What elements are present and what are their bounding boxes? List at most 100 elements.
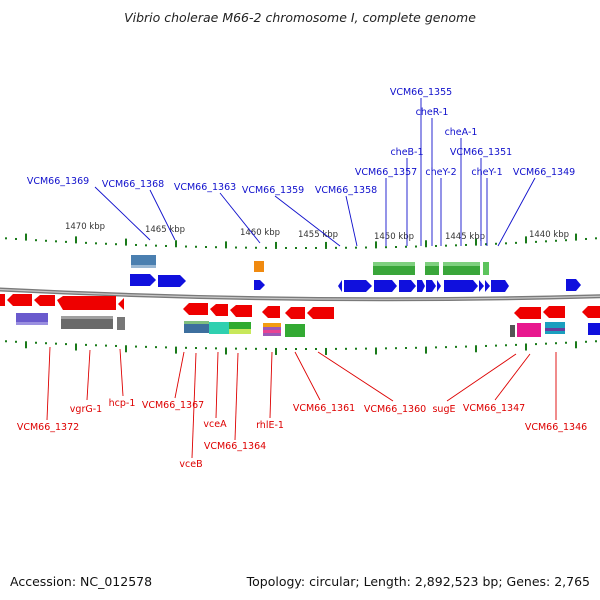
scale-tick [515, 241, 517, 244]
scale-tick [325, 241, 327, 249]
gene-label-bottom[interactable]: VCM66_1372 [17, 422, 79, 433]
gene-feature[interactable] [61, 316, 113, 329]
scale-tick [25, 341, 27, 349]
gene-label-bottom[interactable]: VCM66_1361 [293, 403, 355, 414]
scale-tick [165, 244, 167, 247]
gene-arrow[interactable] [491, 280, 509, 292]
gene-arrow[interactable] [374, 280, 397, 292]
gene-label-bottom[interactable]: VCM66_1367 [142, 400, 204, 411]
gene-label-top[interactable]: VCM66_1355 [390, 87, 452, 98]
scale-tick [405, 245, 407, 248]
gene-feature[interactable] [588, 323, 600, 335]
gene-arrow[interactable] [183, 303, 208, 315]
scale-label: 1445 kbp [445, 232, 485, 242]
gene-arrow[interactable] [566, 279, 581, 291]
gene-label-top[interactable]: cheB-1 [390, 147, 423, 158]
scale-tick [405, 347, 407, 350]
scale-tick [345, 246, 347, 249]
scale-tick [385, 347, 387, 350]
gene-label-bottom[interactable]: sugE [432, 404, 455, 415]
gene-label-bottom[interactable]: hcp-1 [109, 398, 136, 409]
gene-label-bottom[interactable]: vceA [203, 419, 227, 430]
gene-arrow[interactable] [307, 307, 334, 319]
gene-feature[interactable] [510, 325, 515, 337]
scale-label: 1465 kbp [145, 225, 185, 235]
gene-feature[interactable] [117, 317, 125, 330]
gene-label-top[interactable]: VCM66_1359 [242, 185, 304, 196]
scale-tick [555, 342, 557, 345]
gene-arrow[interactable] [426, 280, 436, 292]
gene-label-top[interactable]: VCM66_1357 [355, 167, 417, 178]
gene-arrow[interactable] [57, 296, 116, 310]
gene-label-bottom[interactable]: vgrG-1 [70, 404, 102, 415]
gene-arrow[interactable] [417, 280, 425, 292]
gene-feature[interactable] [285, 324, 305, 337]
gene-arrow[interactable] [230, 305, 252, 317]
gene-label-top[interactable]: VCM66_1358 [315, 185, 377, 196]
bottom-gene-labels [46, 346, 557, 459]
gene-label-top[interactable]: VCM66_1349 [513, 167, 575, 178]
scale-tick [285, 347, 287, 350]
gene-label-top[interactable]: cheY-2 [425, 167, 456, 178]
accession-text: Accession: NC_012578 [10, 574, 152, 589]
scale-tick [475, 238, 477, 246]
gene-feature[interactable] [517, 323, 541, 337]
scale-tick [55, 342, 57, 345]
gene-label-top[interactable]: VCM66_1351 [450, 147, 512, 158]
gene-arrow[interactable] [399, 280, 416, 292]
gene-label-top[interactable]: cheR-1 [416, 107, 449, 118]
gene-label-top[interactable]: VCM66_1369 [27, 176, 89, 187]
gene-arrow[interactable] [262, 306, 280, 318]
scale-tick [575, 233, 577, 241]
gene-feature[interactable] [483, 262, 489, 275]
scale-tick [155, 346, 157, 349]
scale-tick [395, 245, 397, 248]
gene-feature[interactable] [209, 322, 229, 334]
gene-arrow[interactable] [254, 280, 265, 290]
gene-arrow[interactable] [344, 280, 372, 292]
gene-arrow[interactable] [210, 304, 228, 316]
scale-tick [25, 233, 27, 241]
gene-label-bottom[interactable]: VCM66_1347 [463, 403, 525, 414]
gene-arrow[interactable] [130, 274, 156, 286]
gene-arrow[interactable] [285, 307, 305, 319]
gene-label-top[interactable]: VCM66_1363 [174, 182, 236, 193]
gene-label-bottom[interactable]: VCM66_1364 [204, 441, 266, 452]
scale-tick [65, 343, 67, 346]
scale-tick [325, 347, 327, 355]
scale-tick [255, 246, 257, 249]
gene-arrow[interactable] [582, 306, 600, 318]
gene-label-bottom[interactable]: VCM66_1346 [525, 422, 587, 433]
scale-tick [195, 347, 197, 350]
scale-tick [375, 241, 377, 249]
gene-arrow[interactable] [118, 298, 124, 310]
gene-arrow[interactable] [34, 295, 55, 306]
gene-arrow[interactable] [444, 280, 478, 292]
scale-ticks-top [5, 233, 597, 249]
gene-feature[interactable] [131, 255, 156, 267]
gene-arrow[interactable] [514, 307, 541, 319]
scale-tick [35, 239, 37, 242]
scale-tick [15, 340, 17, 343]
gene-label-top[interactable]: cheY-1 [471, 167, 502, 178]
gene-label-top[interactable]: VCM66_1368 [102, 179, 164, 190]
scale-tick [425, 240, 427, 248]
gene-label-bottom[interactable]: vceB [179, 459, 202, 470]
scale-tick [115, 344, 117, 347]
scale-tick [305, 246, 307, 249]
gene-label-top[interactable]: cheA-1 [445, 127, 478, 138]
scale-labels: 1470 kbp 1465 kbp 1460 kbp 1455 kbp 1450… [65, 222, 569, 242]
gene-arrow[interactable] [0, 294, 5, 306]
gene-label-bottom[interactable]: VCM66_1360 [364, 404, 426, 415]
gene-arrow[interactable] [158, 275, 186, 287]
gene-arrow[interactable] [543, 306, 565, 318]
scale-tick [145, 345, 147, 348]
gene-arrow[interactable] [7, 294, 32, 306]
scale-tick [45, 239, 47, 242]
scale-tick [515, 343, 517, 346]
scale-tick [595, 340, 597, 343]
scale-tick [295, 347, 297, 350]
gene-feature[interactable] [254, 261, 264, 272]
gene-label-bottom[interactable]: rhlE-1 [256, 420, 284, 431]
scale-tick [435, 244, 437, 247]
